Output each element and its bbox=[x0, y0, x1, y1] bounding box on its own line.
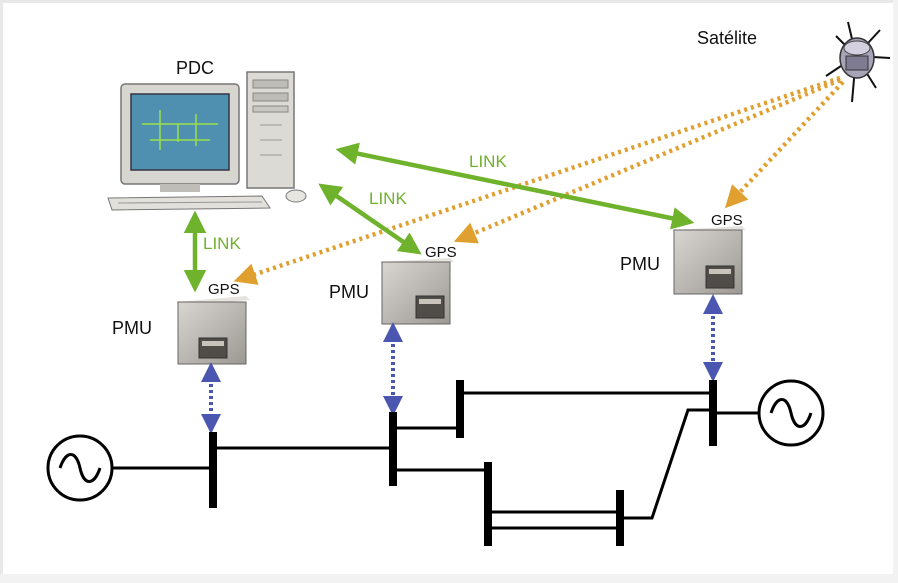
frame-border-bottom bbox=[0, 574, 898, 583]
pmu-label-1: PMU bbox=[112, 318, 152, 338]
satellite-label: Satélite bbox=[697, 28, 758, 48]
gps-signal-lines bbox=[233, 75, 845, 285]
pmu-device-2 bbox=[380, 258, 454, 325]
pmu-label-3: PMU bbox=[620, 254, 660, 274]
transmission-lines bbox=[112, 391, 759, 530]
gps-signal-to-pmu-2 bbox=[453, 77, 841, 244]
pmu-device-1 bbox=[176, 296, 250, 365]
link-arrow-pdc-pmu-3 bbox=[335, 142, 695, 230]
gps-label-1: GPS bbox=[208, 281, 240, 298]
frame-border-right bbox=[893, 0, 898, 583]
gps-signal-to-pmu-3 bbox=[724, 80, 845, 209]
link-label-2: LINK bbox=[369, 189, 407, 208]
bus-bars bbox=[209, 380, 717, 546]
gps-label-3: GPS bbox=[711, 212, 743, 229]
pmu-device-3 bbox=[672, 226, 746, 295]
pdc-computer-icon bbox=[107, 71, 307, 211]
ac-generator-icon-2 bbox=[757, 379, 825, 447]
ac-generator-icon bbox=[46, 434, 114, 502]
link-label-1: LINK bbox=[203, 234, 241, 253]
satellite-icon bbox=[825, 21, 891, 103]
power-grid bbox=[46, 379, 825, 546]
link-arrows bbox=[183, 142, 695, 293]
pdc-label: PDC bbox=[176, 58, 215, 78]
measurement-arrows bbox=[201, 294, 723, 434]
pmu-device-icon bbox=[176, 226, 746, 365]
gps-label-2: GPS bbox=[425, 244, 457, 261]
frame-border-top bbox=[0, 0, 898, 3]
pmu-label-2: PMU bbox=[329, 282, 369, 302]
frame-border-left bbox=[0, 0, 3, 583]
link-label-3: LINK bbox=[469, 152, 507, 171]
